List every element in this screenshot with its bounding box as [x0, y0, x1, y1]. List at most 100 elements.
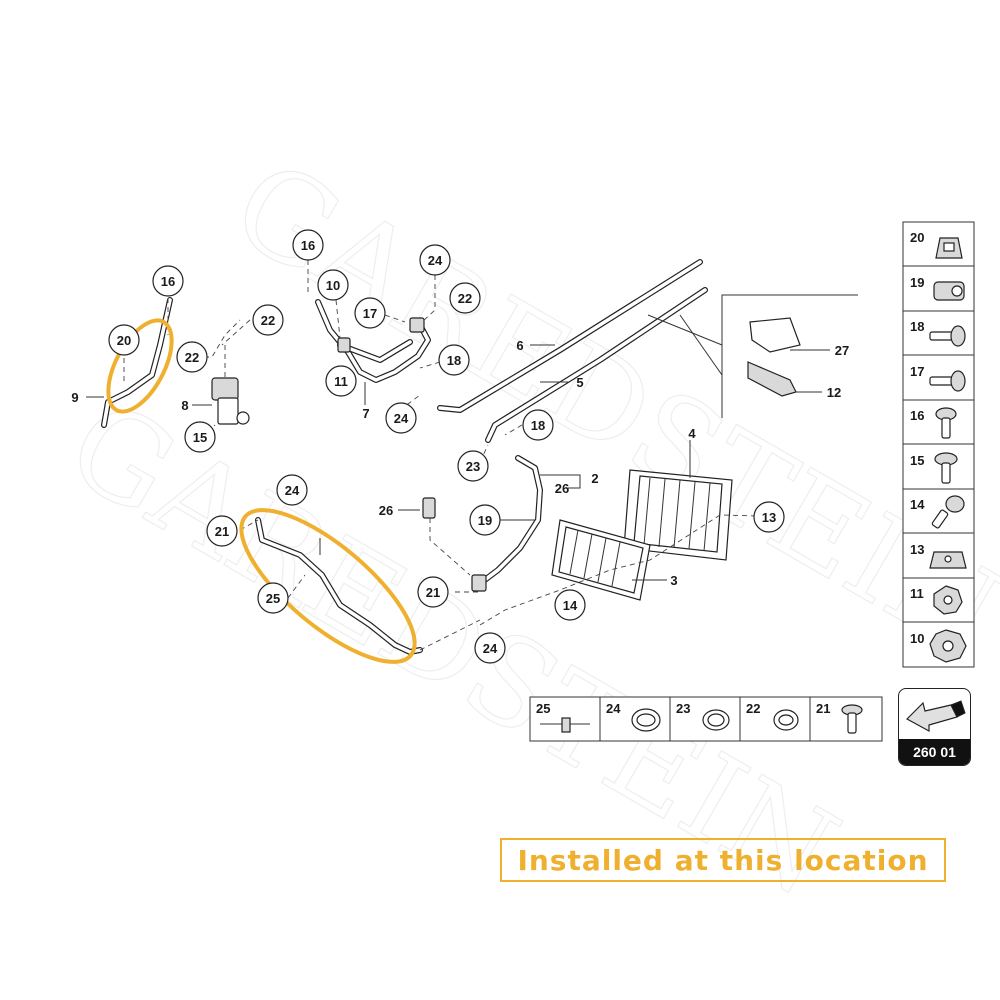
label-4: 4	[688, 426, 696, 441]
legend-right-item-17: 17	[910, 364, 924, 379]
cable-tie-icon	[540, 717, 590, 733]
seal-ring-icon-23	[702, 709, 730, 731]
callout-17[interactable]: 17	[354, 297, 386, 329]
callout-21-lower[interactable]: 21	[206, 515, 238, 547]
legend-right-item-13: 13	[910, 542, 924, 557]
install-note-text: Installed at this location	[517, 843, 929, 877]
part-4-radiator	[623, 469, 733, 561]
fastener-clip-icon	[933, 281, 965, 301]
part-12-clip	[747, 361, 797, 397]
legend-bottom-item-22: 22	[746, 701, 760, 716]
callout-24-lower[interactable]: 24	[276, 474, 308, 506]
install-note-box: Installed at this location	[500, 838, 946, 882]
detail-frame	[647, 294, 858, 418]
label-8: 8	[181, 398, 188, 413]
part-26-sensor	[422, 497, 436, 519]
reference-badge: 260 01	[898, 688, 971, 766]
legend-right-item-19: 19	[910, 275, 924, 290]
callout-20-left[interactable]: 20	[108, 324, 140, 356]
legend-right-item-10: 10	[910, 631, 924, 646]
callout-14[interactable]: 14	[554, 589, 586, 621]
svg-text:24: 24	[483, 641, 498, 656]
svg-text:22: 22	[185, 350, 199, 365]
callout-10[interactable]: 10	[317, 269, 349, 301]
callout-23[interactable]: 23	[457, 450, 489, 482]
callout-13[interactable]: 13	[753, 501, 785, 533]
bolt-flange-icon	[934, 452, 958, 484]
callout-24-mid[interactable]: 24	[385, 402, 417, 434]
grommet-icon	[933, 585, 963, 615]
callout-24-top[interactable]: 24	[419, 244, 451, 276]
legend-bottom: 25 24 23 22 21	[529, 696, 883, 742]
label-3: 3	[670, 573, 677, 588]
svg-text:21: 21	[426, 585, 440, 600]
callout-11[interactable]: 11	[325, 365, 357, 397]
legend-right-item-20: 20	[910, 230, 924, 245]
svg-text:19: 19	[478, 513, 492, 528]
svg-text:22: 22	[458, 291, 472, 306]
callout-24-bottom[interactable]: 24	[474, 632, 506, 664]
part-11-fitting	[337, 337, 351, 353]
legend-bottom-item-21: 21	[816, 701, 830, 716]
label-9: 9	[71, 390, 78, 405]
arrow-icon	[906, 700, 966, 733]
svg-text:13: 13	[762, 510, 776, 525]
callout-21-mid[interactable]: 21	[417, 576, 449, 608]
svg-text:14: 14	[563, 598, 578, 613]
legend-bottom-item-23: 23	[676, 701, 690, 716]
legend-right-item-16: 16	[910, 408, 924, 423]
legend-right-item-11: 11	[910, 586, 924, 601]
callout-19[interactable]: 19	[469, 504, 501, 536]
clip-icon	[935, 237, 963, 259]
label-26-right: 26	[555, 481, 569, 496]
speed-nut-icon	[929, 551, 967, 569]
legend-right: 20 19 18 17 16 15 14 13 11 10	[902, 221, 975, 668]
seal-ring-icon-24	[631, 708, 661, 732]
callout-22-left[interactable]: 22	[176, 341, 208, 373]
svg-text:11: 11	[334, 374, 348, 389]
bolt-icon-21	[841, 704, 863, 734]
label-7: 7	[362, 406, 369, 421]
svg-text:25: 25	[266, 591, 280, 606]
svg-text:17: 17	[363, 306, 377, 321]
svg-text:16: 16	[301, 238, 315, 253]
svg-text:16: 16	[161, 274, 175, 289]
svg-text:18: 18	[531, 418, 545, 433]
callout-18-mid[interactable]: 18	[522, 409, 554, 441]
callout-15[interactable]: 15	[184, 421, 216, 453]
callout-22-mid[interactable]: 22	[252, 304, 284, 336]
legend-bottom-item-24: 24	[606, 701, 621, 716]
callout-18-top[interactable]: 18	[438, 344, 470, 376]
grommet-large-icon	[929, 629, 967, 663]
svg-text:22: 22	[261, 313, 275, 328]
svg-text:15: 15	[193, 430, 207, 445]
callout-16-mid[interactable]: 16	[292, 229, 324, 261]
component-parts	[211, 317, 801, 601]
label-26-left: 26	[379, 503, 393, 518]
legend-right-item-15: 15	[910, 453, 924, 468]
svg-text:23: 23	[466, 459, 480, 474]
callout-16-left[interactable]: 16	[152, 265, 184, 297]
legend-bottom-item-25: 25	[536, 701, 550, 716]
label-27: 27	[835, 343, 849, 358]
highlight-marks	[106, 318, 417, 664]
label-6: 6	[516, 338, 523, 353]
callout-25[interactable]: 25	[257, 582, 289, 614]
svg-text:20: 20	[117, 333, 131, 348]
svg-text:24: 24	[394, 411, 409, 426]
pipes	[101, 259, 708, 655]
watermark: GAREDSTEIN GAREDSTEIN	[45, 134, 1000, 925]
svg-text:21: 21	[215, 524, 229, 539]
part-8-valve	[211, 377, 239, 401]
highlight-ellipse-upper	[106, 318, 174, 414]
callouts: 16 20 22 9 8 15 22 16 10 24 22 17 18 11 …	[71, 229, 849, 664]
callout-22-top[interactable]: 22	[449, 282, 481, 314]
label-12: 12	[827, 385, 841, 400]
part-3-condenser	[551, 519, 651, 601]
part-21-fitting	[471, 574, 487, 592]
bolt-short-icon	[935, 407, 957, 439]
leader-lines	[86, 344, 830, 581]
screw-icon	[929, 370, 966, 392]
svg-text:18: 18	[447, 353, 461, 368]
